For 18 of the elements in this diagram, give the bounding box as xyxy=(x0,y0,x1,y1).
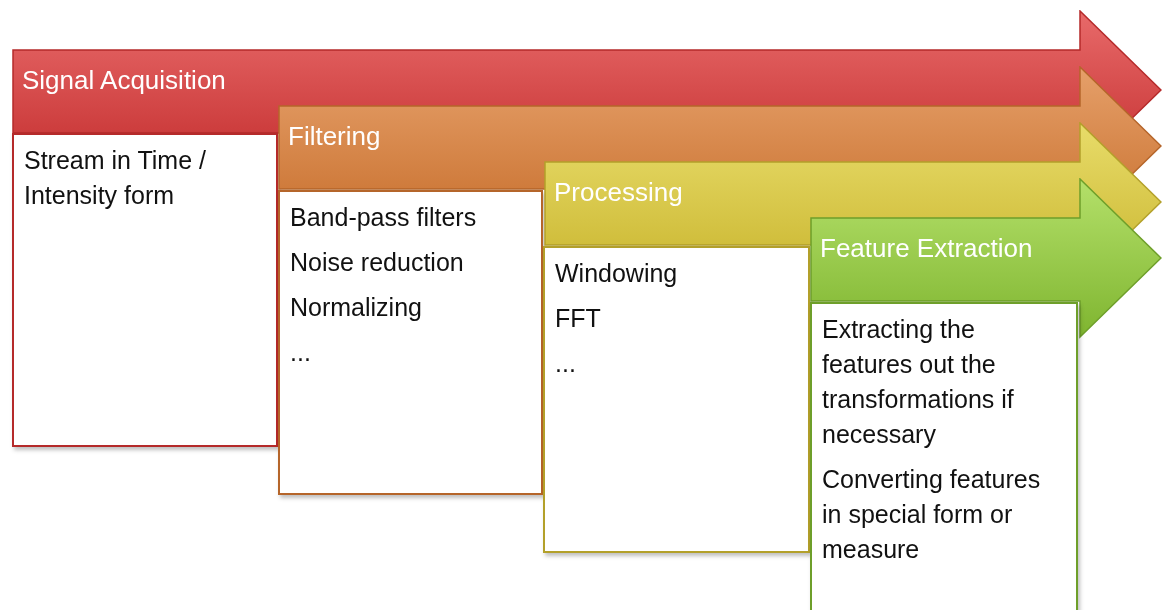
stage-title: Signal Acquisition xyxy=(22,65,226,96)
text-card xyxy=(543,246,810,553)
stage-title: Filtering xyxy=(288,121,381,152)
stage-title: Processing xyxy=(554,177,683,208)
card-text: Normalizing xyxy=(290,292,423,323)
text-card xyxy=(12,133,278,447)
card-text: Extracting the features out the transformations if necessary xyxy=(822,314,1015,450)
card-text: Converting features in special form or measure xyxy=(822,464,1042,565)
card-text: Band-pass filters xyxy=(290,202,478,233)
card-text: Stream in Time / Intensity form xyxy=(24,145,207,211)
stage-title: Feature Extraction xyxy=(820,233,1033,264)
card-text: FFT xyxy=(555,303,602,334)
text-card xyxy=(810,302,1078,610)
card-text: ... xyxy=(555,348,577,379)
card-text: ... xyxy=(290,337,312,368)
text-card xyxy=(278,190,543,495)
card-text: Windowing xyxy=(555,258,679,289)
card-text: Noise reduction xyxy=(290,247,465,278)
